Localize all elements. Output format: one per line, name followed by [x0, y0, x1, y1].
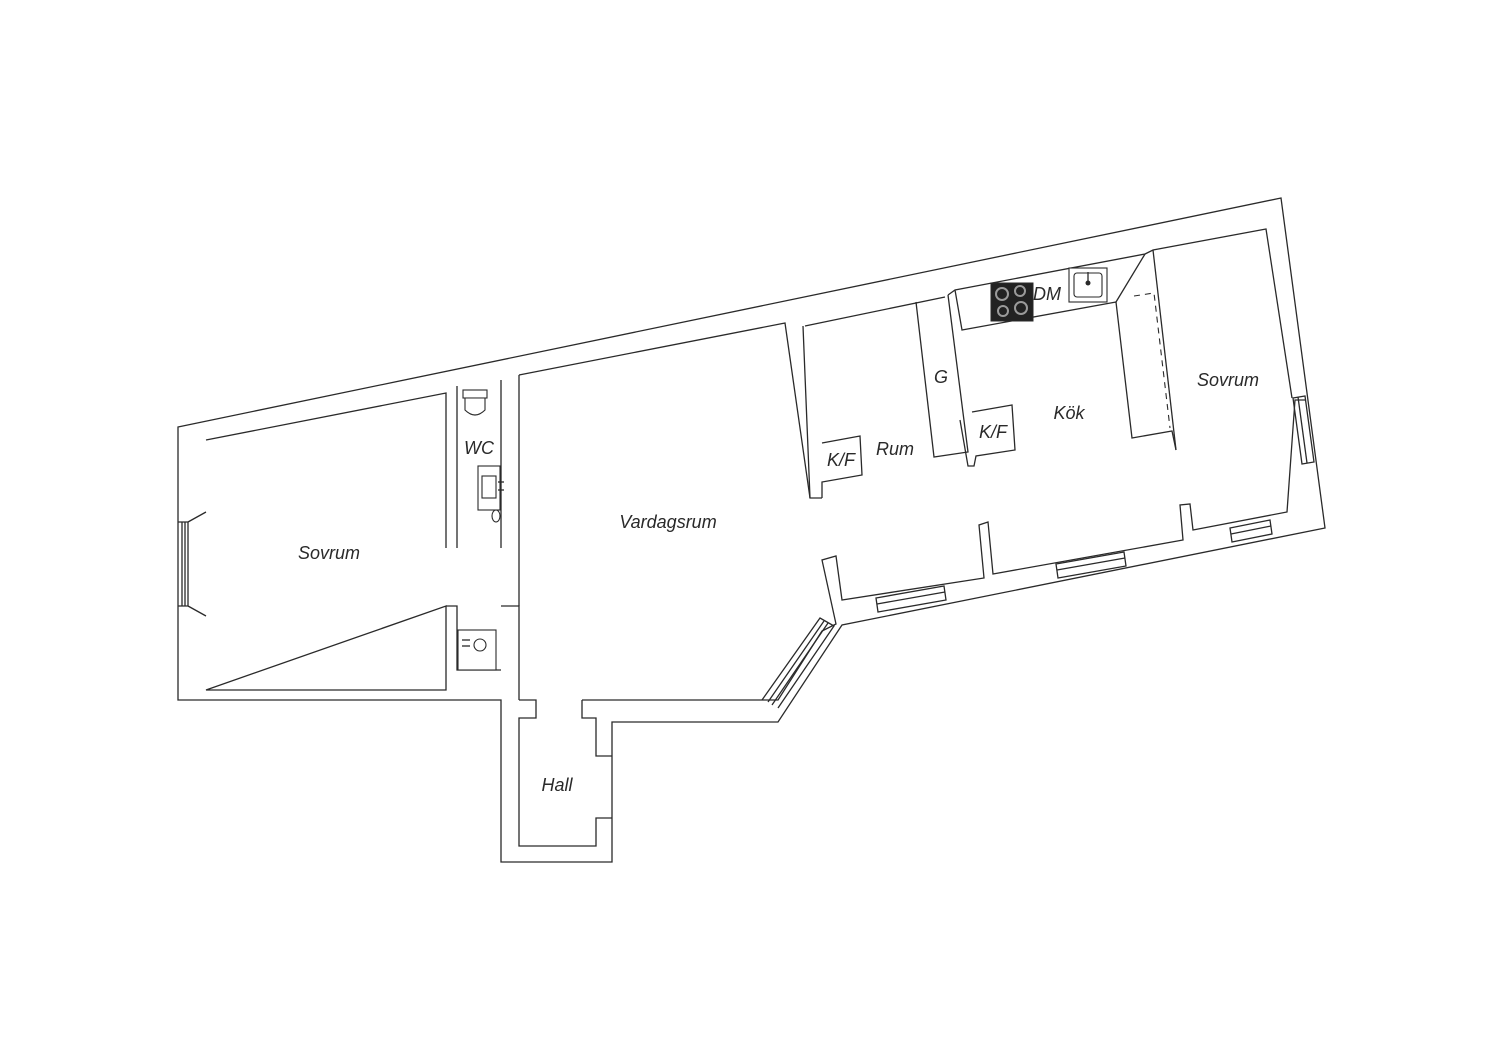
lower-sink-icon	[457, 629, 497, 671]
kitchen-dashed-line	[1133, 292, 1171, 429]
small-room-walls	[802, 296, 946, 499]
fixture-label-kf-kok: K/F	[979, 422, 1008, 442]
room-label-sovrum-left: Sovrum	[298, 543, 360, 563]
window-bottom-3	[1229, 519, 1273, 543]
wc-walls	[456, 375, 520, 548]
room-label-sovrum-right: Sovrum	[1197, 370, 1259, 390]
wc-sink-icon	[477, 465, 504, 523]
bedroom-left-walls	[205, 392, 447, 691]
hall-walls	[581, 700, 612, 757]
fixture-label-kf-rum: K/F	[827, 450, 856, 470]
kitchen-kf-walls	[959, 404, 1016, 467]
living-room-walls	[518, 322, 1305, 847]
kitchen-walls	[947, 228, 1293, 451]
room-label-wc: WC	[464, 438, 495, 458]
counter-edge	[1115, 253, 1146, 303]
kitchen-sink-icon	[1068, 267, 1108, 303]
room-label-rum: Rum	[876, 439, 914, 459]
window-right	[1292, 395, 1315, 465]
window-bottom-2	[1055, 551, 1127, 579]
window-left	[178, 511, 207, 617]
stove-icon	[990, 282, 1034, 322]
room-label-hall: Hall	[541, 775, 573, 795]
outer-wall	[177, 197, 1326, 863]
window-angled	[761, 617, 835, 709]
bedroom-right-walls	[1152, 249, 1177, 451]
toilet-icon	[462, 389, 488, 416]
room-label-kok: Kök	[1053, 403, 1085, 423]
window-bottom-1	[875, 585, 947, 613]
room-label-vardagsrum: Vardagsrum	[619, 512, 716, 532]
fixture-label-g: G	[934, 367, 948, 387]
closet-g-walls	[915, 294, 969, 458]
fixture-label-dm: DM	[1033, 284, 1061, 304]
